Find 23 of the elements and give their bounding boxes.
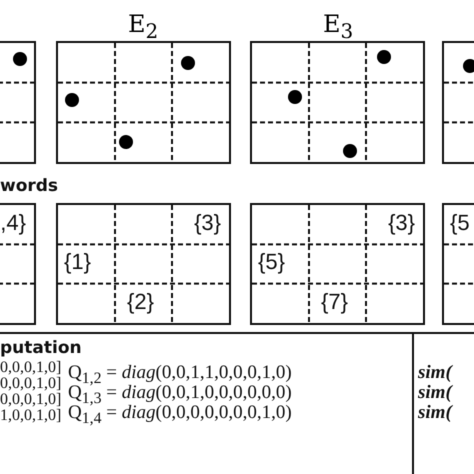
grid-box xyxy=(56,203,231,325)
grid-box xyxy=(250,203,425,325)
grid-box xyxy=(250,41,425,164)
cell-text: {5} xyxy=(258,250,285,274)
cell-text: {7} xyxy=(321,290,348,314)
section-heading: words xyxy=(0,176,58,196)
cell-text: {3} xyxy=(388,211,415,235)
cell-text: {1} xyxy=(64,250,91,274)
vector-text: 0,0,0,1,0] xyxy=(0,360,62,376)
cell-text: ,4} xyxy=(0,211,26,235)
formula-text: sim( xyxy=(418,363,452,383)
vector-text: 1,0,0,1,0] xyxy=(0,408,62,424)
vector-text: 0,0,0,1,0] xyxy=(0,376,62,392)
cell-text: {3} xyxy=(194,211,221,235)
vector-text: 0,0,0,1,0] xyxy=(0,392,62,408)
grid-title: E$_{2}$ xyxy=(128,10,158,43)
cell-text: {2} xyxy=(127,290,154,314)
grid-box xyxy=(56,41,231,164)
grid-title: E$_{3}$ xyxy=(323,10,354,43)
formula-text: sim( xyxy=(418,403,452,423)
formula-text: sim( xyxy=(418,383,452,403)
section-heading: putation xyxy=(0,338,82,358)
cell-text: {5 xyxy=(450,211,470,235)
